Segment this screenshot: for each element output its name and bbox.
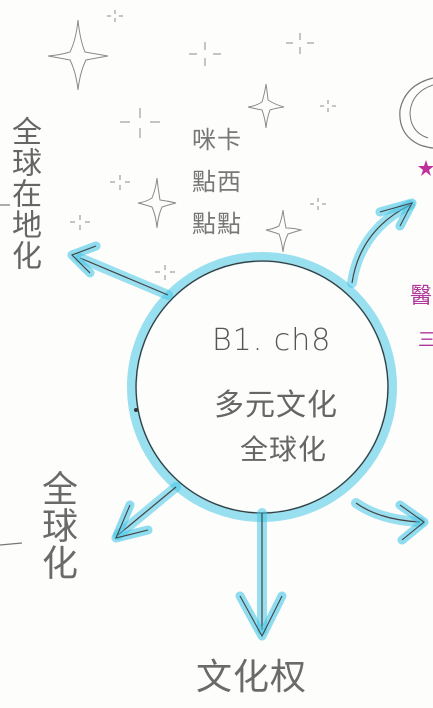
stars-caption-line2: 點西 — [192, 168, 242, 196]
pencil-dot — [134, 408, 138, 412]
edge-fragment-right-mid: 醫 — [410, 284, 433, 309]
branch-label-bottom: 文化权 — [196, 657, 308, 698]
arrow-bottom — [235, 508, 287, 641]
center-subtitle: 多元文化 — [214, 388, 338, 423]
left-edge-mark-low — [0, 542, 23, 546]
center-topic: 全球化 — [240, 433, 328, 466]
edge-fragment-right-low: 三 — [418, 330, 433, 351]
right-edge-sketch — [399, 77, 433, 176]
center-title: B1. ch8 — [212, 323, 332, 358]
sparkle-stars — [47, 10, 336, 280]
arrow-upper-left — [67, 241, 173, 300]
arrow-lower-right — [351, 498, 429, 545]
branch-label-lower-left: 全球化 — [36, 470, 77, 581]
stars-caption-line1: 咪卡 — [192, 126, 242, 154]
arrow-upper-right — [347, 198, 417, 288]
stars-caption-line3: 點點 — [192, 210, 242, 238]
arrow-lower-left — [111, 482, 181, 543]
branch-label-upper-left: 全球在地化 — [6, 116, 41, 271]
